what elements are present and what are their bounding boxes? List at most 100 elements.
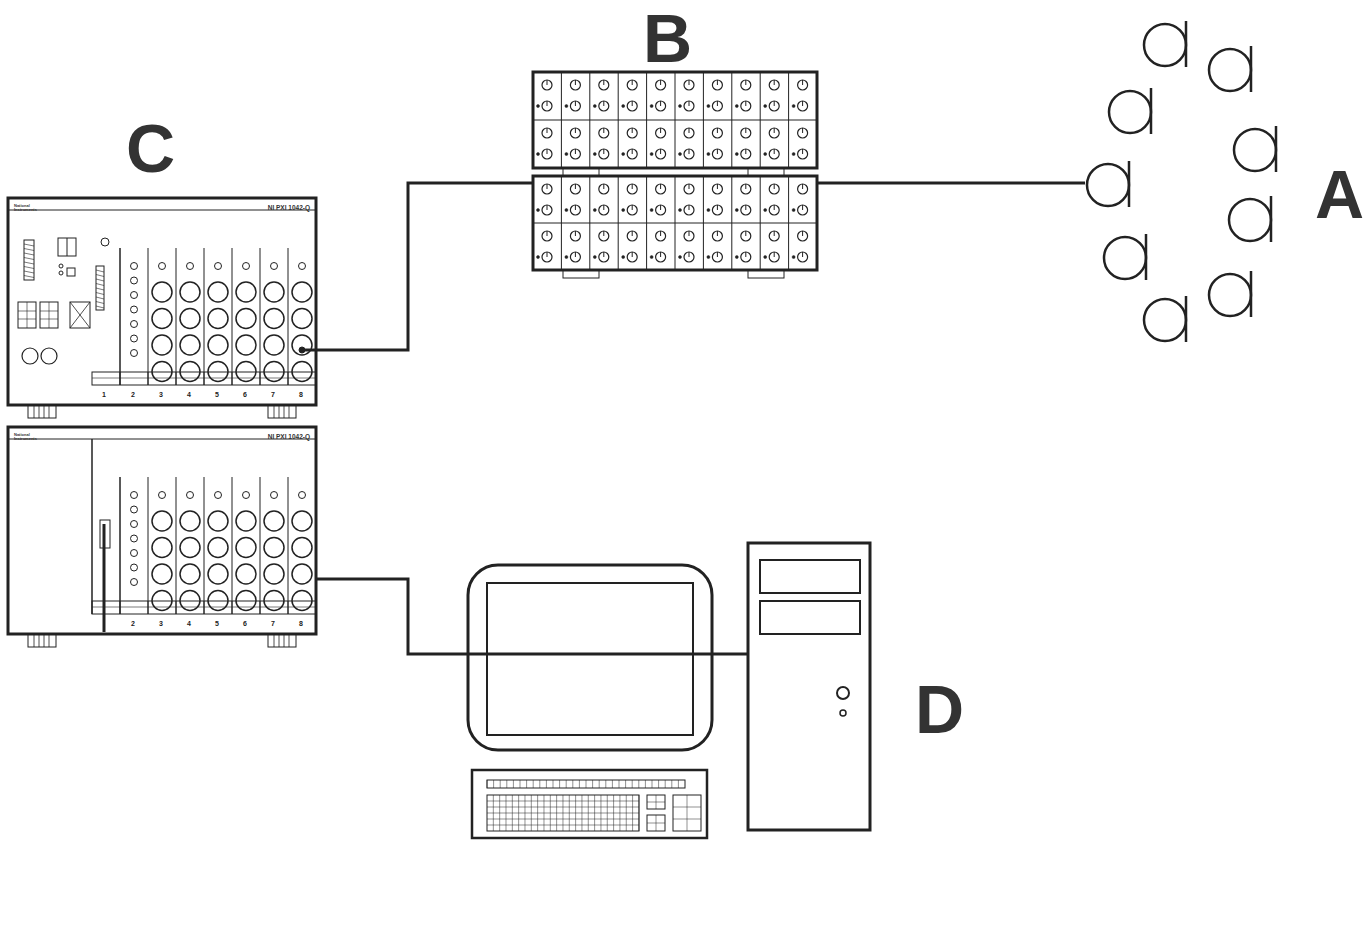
dial-knob: [769, 128, 779, 138]
key-block: [647, 815, 665, 831]
module-divider: [646, 72, 647, 168]
dial-mark: [603, 80, 604, 85]
slot-tab: [260, 601, 261, 614]
cable-connector: [316, 579, 748, 654]
dial-knob: [684, 128, 694, 138]
dial-knob: [542, 205, 552, 215]
slot-number: 7: [271, 391, 275, 398]
port-ridge: [70, 302, 90, 328]
key: [638, 795, 639, 831]
foot-grip: [34, 634, 35, 647]
key: [658, 780, 659, 788]
dial-mark: [547, 205, 548, 210]
key: [569, 795, 570, 831]
dot: [650, 153, 653, 156]
chassis-foot: [268, 405, 296, 418]
dial-mark: [745, 231, 746, 236]
microphone: [1144, 24, 1186, 66]
dial-knob: [656, 149, 666, 159]
dot: [565, 153, 568, 156]
module-divider: [788, 72, 789, 168]
key: [550, 795, 551, 831]
key: [612, 780, 613, 788]
module-divider: [760, 72, 761, 168]
key: [645, 780, 646, 788]
dial-knob: [599, 80, 609, 90]
bnc-jack: [292, 282, 312, 302]
cable: [302, 349, 316, 352]
dial-knob: [769, 101, 779, 111]
dial-knob: [599, 231, 609, 241]
dial-mark: [660, 101, 661, 106]
foot-grip: [289, 405, 290, 418]
dot: [792, 256, 795, 259]
power-led: [840, 710, 846, 716]
dial-knob: [684, 252, 694, 262]
dial-mark: [689, 252, 690, 257]
foot-grip: [49, 405, 50, 418]
dial-knob: [656, 128, 666, 138]
dot: [593, 105, 596, 108]
key: [499, 795, 500, 831]
dial-mark: [603, 184, 604, 189]
dot: [707, 105, 710, 108]
slot-tab: [120, 372, 121, 385]
key: [537, 795, 538, 831]
key: [588, 795, 589, 831]
dial-mark: [547, 231, 548, 236]
key: [687, 795, 688, 831]
port-ridge: [96, 284, 104, 286]
dial-mark: [632, 80, 633, 85]
key: [531, 795, 532, 831]
bnc-jack: [236, 511, 256, 531]
foot-grip: [284, 634, 285, 647]
key-block: [487, 795, 639, 831]
slot-tab-strip: [92, 601, 316, 614]
port-ridge: [96, 275, 104, 277]
bnc-jack: [208, 511, 228, 531]
dot: [764, 153, 767, 156]
chassis-label: NI PXI 1042-Q: [268, 205, 310, 212]
usb-port: [18, 302, 36, 328]
microphone-stem: [1185, 296, 1188, 342]
dial-mark: [575, 80, 576, 85]
dial-mark: [689, 184, 690, 189]
dial-knob: [599, 128, 609, 138]
port-ridge: [70, 302, 90, 328]
dial-knob: [798, 128, 808, 138]
key: [678, 780, 679, 788]
dial-knob: [769, 205, 779, 215]
dot: [622, 105, 625, 108]
microphone-stem: [1275, 126, 1278, 172]
led-circle: [271, 263, 278, 270]
key: [520, 780, 521, 788]
dial-knob: [542, 231, 552, 241]
controller-port: [41, 348, 57, 364]
bnc-jack: [180, 335, 200, 355]
slot-divider: [260, 477, 261, 614]
bnc-jack: [292, 335, 312, 355]
key: [613, 795, 614, 831]
microphone-stem: [1128, 161, 1131, 207]
module-divider: [618, 176, 619, 270]
dot: [764, 256, 767, 259]
module-divider: [760, 176, 761, 270]
dot: [792, 105, 795, 108]
dial-mark: [717, 205, 718, 210]
key-block: [647, 795, 665, 809]
led-circle: [131, 335, 138, 342]
port-ridge: [49, 302, 50, 328]
dial-knob: [684, 149, 694, 159]
module-divider: [589, 176, 590, 270]
port-ridge: [96, 293, 104, 295]
dial-knob: [656, 184, 666, 194]
led-circle: [131, 579, 138, 586]
slot-tab: [148, 372, 149, 385]
dial-mark: [745, 128, 746, 133]
usb-port: [40, 302, 58, 328]
dial-mark: [660, 128, 661, 133]
key: [626, 795, 627, 831]
dot: [735, 153, 738, 156]
dot: [537, 209, 540, 212]
port-ridge: [96, 270, 104, 272]
